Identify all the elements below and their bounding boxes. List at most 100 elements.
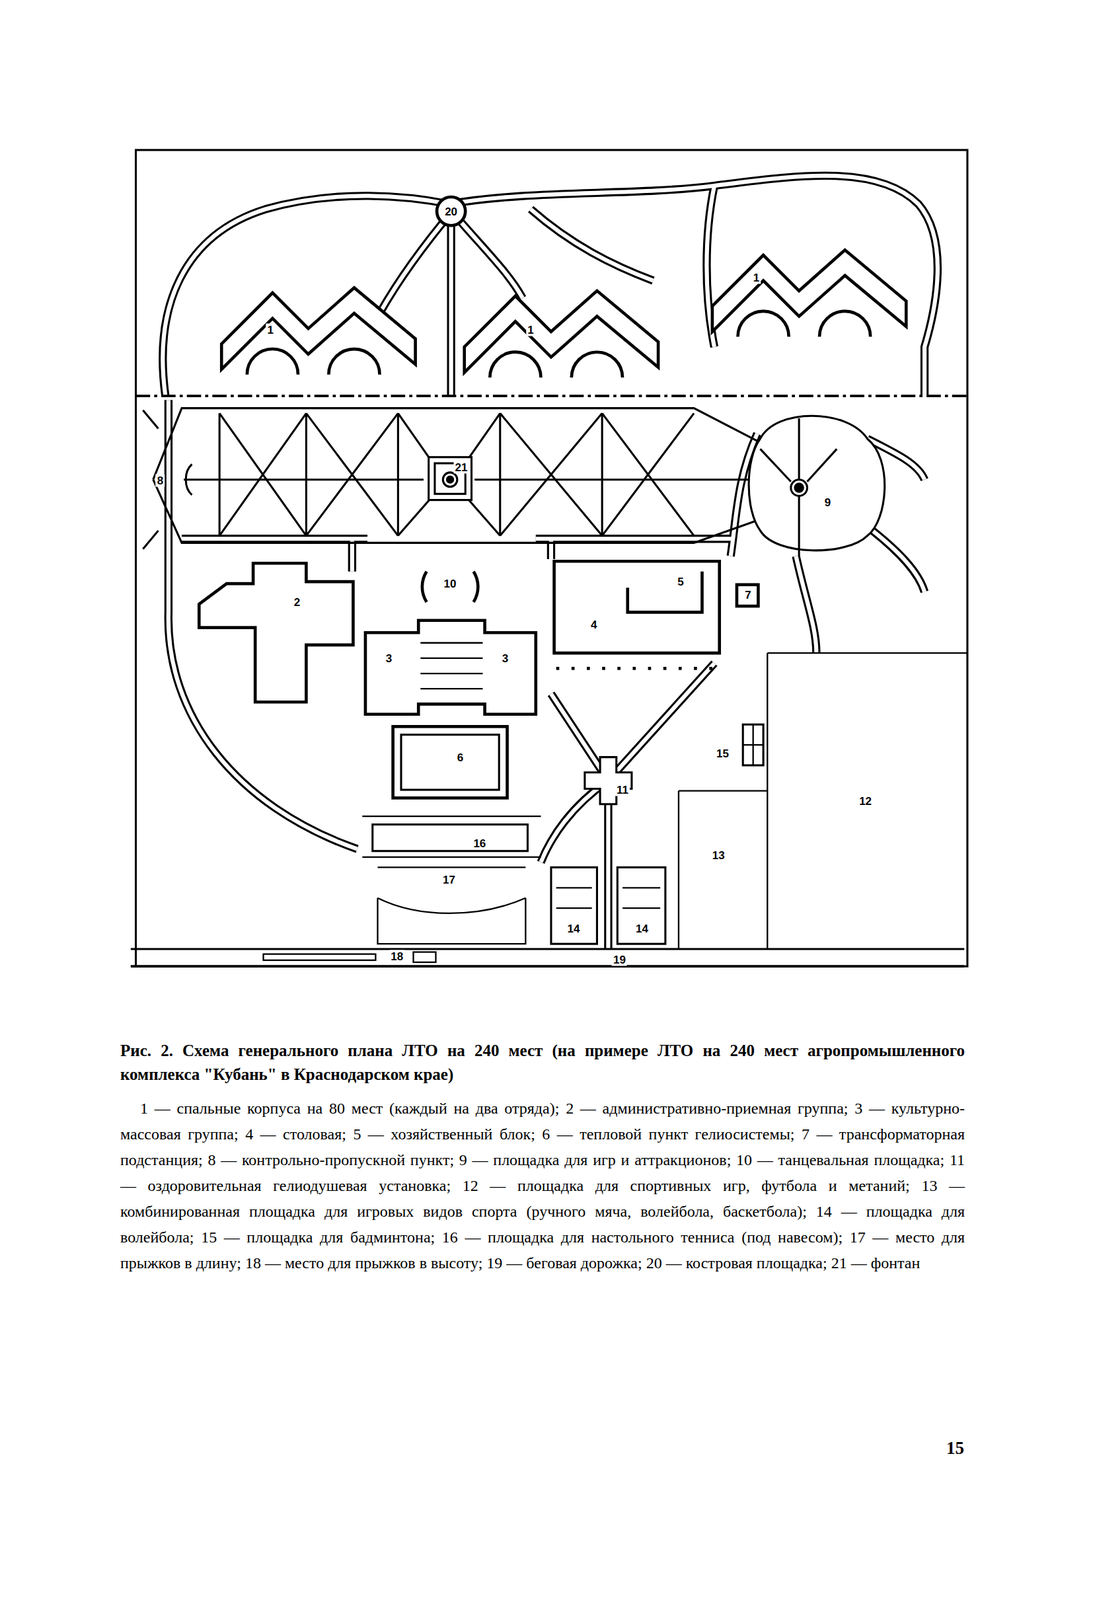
- plan-line: [198, 196, 906, 944]
- plan-line: [428, 457, 472, 501]
- plan-line: [464, 290, 659, 373]
- plan-line: [198, 563, 353, 702]
- plan-line: [442, 472, 458, 488]
- plan-line: [446, 476, 453, 483]
- callout-number: 17: [441, 873, 457, 887]
- legend-entry: 4 — столовая;: [245, 1125, 347, 1143]
- plan-line: [305, 413, 308, 536]
- legend-entry: 18 — место для прыжков в высоту;: [245, 1254, 483, 1272]
- callout-number: 8: [155, 474, 165, 488]
- plan-line: [185, 464, 192, 495]
- plan-line: [767, 652, 968, 654]
- plan-line: [766, 652, 768, 949]
- plan-line: [556, 886, 593, 889]
- plan-line: [420, 687, 483, 690]
- plan-line: [556, 907, 593, 909]
- plan-line: [221, 287, 415, 375]
- plan-line: [162, 175, 938, 949]
- plan-line: [153, 408, 758, 544]
- callout-number: 9: [823, 495, 832, 509]
- callout-number: 19: [611, 952, 628, 966]
- callout-number: 6: [455, 750, 465, 764]
- legend-entry: 2 — административно-приемная группа;: [565, 1099, 848, 1117]
- legend-entry: 8 — контрольно-пропускной пункт;: [207, 1151, 454, 1169]
- plan-line: [365, 620, 536, 715]
- callout-number: 14: [634, 922, 650, 936]
- legend-entry: 1 — спальные корпуса на 80 мест (каждый …: [140, 1099, 560, 1117]
- callout-number: 20: [443, 204, 459, 218]
- plan-line: [219, 413, 398, 536]
- plan-line: [678, 789, 768, 792]
- callout-number: 12: [857, 794, 873, 808]
- plan-line: [136, 150, 968, 967]
- callout-number: 14: [565, 922, 581, 936]
- plan-line: [401, 734, 499, 790]
- legend-entry: 10 — танцевальная площадка;: [736, 1151, 945, 1169]
- plan-line: [584, 757, 632, 805]
- callout-number: 21: [453, 461, 470, 474]
- plan-line: [554, 561, 720, 653]
- plan-line: [397, 413, 400, 536]
- plan-line: [413, 952, 437, 963]
- callout-number: 13: [711, 849, 727, 862]
- callout-number: 3: [500, 652, 510, 665]
- plan-line: [556, 666, 715, 671]
- plan-line: [791, 479, 808, 497]
- plan-line: [218, 413, 221, 536]
- plan-line: [617, 866, 666, 944]
- plan-line: [738, 311, 871, 338]
- plan-line: [422, 571, 478, 603]
- callout-number: 5: [676, 575, 685, 589]
- callout-number: 2: [292, 596, 302, 609]
- plan-line: [678, 791, 680, 949]
- plan-line: [500, 413, 694, 536]
- plan-line: [221, 287, 415, 370]
- callout-number: 18: [389, 950, 405, 963]
- plan-line: [742, 724, 764, 766]
- plan-line: [393, 726, 508, 798]
- figure-caption: Рис. 2. Схема генерального плана ЛТО на …: [120, 1038, 965, 1087]
- callout-number: 3: [384, 652, 394, 665]
- callout-number: 1: [266, 323, 275, 336]
- plan-line: [794, 483, 803, 492]
- legend-entry: 5 — хозяйственный блок;: [352, 1125, 535, 1143]
- plan-line: [420, 642, 483, 644]
- plan-line: [622, 886, 661, 889]
- callout-number: 10: [442, 577, 458, 591]
- plan-line: [474, 478, 751, 481]
- plan-line: [736, 584, 758, 606]
- plan-line: [362, 816, 541, 858]
- callout-number: 15: [715, 746, 731, 760]
- plan-line: [622, 907, 661, 909]
- plan-line: [130, 947, 965, 950]
- plan-line: [627, 571, 703, 613]
- legend-entry: 9 — площадка для игр и аттракционов;: [459, 1151, 731, 1169]
- legend-entry: 20 — костровая площадка;: [646, 1254, 828, 1272]
- plan-line: [263, 954, 377, 961]
- callout-number: 11: [615, 783, 630, 797]
- plan-line: [748, 415, 885, 551]
- legend-entry: 12 — площадка для спортивных игр, футбол…: [462, 1176, 910, 1195]
- plan-line: [162, 175, 938, 949]
- plan-line: [742, 744, 764, 746]
- plan-line: [136, 394, 968, 398]
- legend-entry: 21 — фонтан: [831, 1254, 921, 1272]
- callout-number: 1: [752, 271, 761, 285]
- plan-line: [247, 348, 380, 375]
- plan-line: [489, 352, 623, 378]
- plan-line: [601, 413, 604, 536]
- callout-number: 4: [589, 618, 599, 632]
- plan-line: [436, 196, 466, 226]
- plan-line: [551, 866, 597, 944]
- plan-line: [420, 657, 483, 659]
- plan-line: [712, 249, 906, 332]
- plan-line: [362, 642, 764, 944]
- plan-line: [130, 395, 968, 967]
- callout-number: 7: [743, 588, 753, 602]
- plan-line: [142, 408, 885, 557]
- legend-text: 1 — спальные корпуса на 80 мест (каждый …: [120, 1095, 965, 1277]
- plan-line: [759, 418, 837, 556]
- legend-entry: 16 — площадка для настольного тенниса (п…: [442, 1228, 843, 1246]
